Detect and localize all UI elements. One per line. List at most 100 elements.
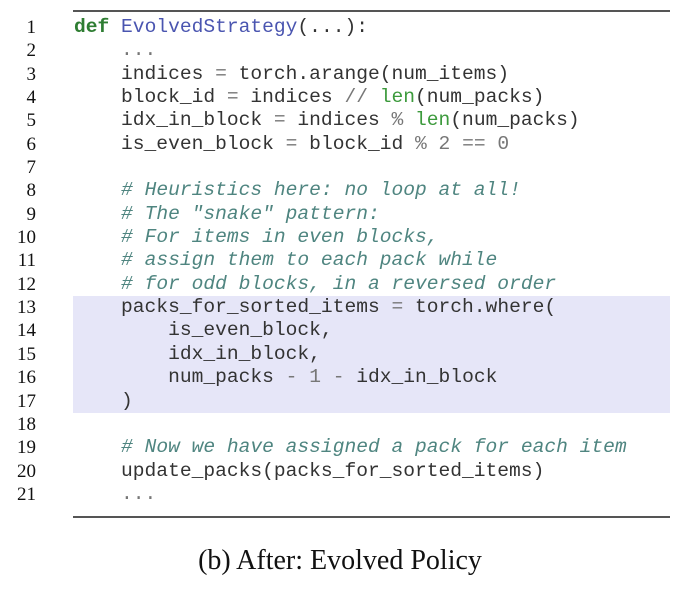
code-text: def EvolvedStrategy(...): <box>74 16 368 39</box>
code-token: = <box>285 132 298 155</box>
code-line: 5 idx_in_block = indices % len(num_packs… <box>0 109 680 132</box>
code-token: idx_in_block, <box>74 342 321 365</box>
code-text: num_packs - 1 - idx_in_block <box>74 366 497 389</box>
line-number: 9 <box>26 203 37 225</box>
code-token <box>450 133 462 155</box>
code-token <box>321 366 333 388</box>
line-number: 1 <box>26 17 37 38</box>
top-rule <box>73 10 670 12</box>
code-token: num_packs <box>74 366 286 389</box>
code-lines: 1 def EvolvedStrategy(...):2 ...3 indices… <box>0 16 680 506</box>
code-token: # The "snake" pattern: <box>121 202 380 225</box>
code-line: 20 update_packs(packs_for_sorted_items) <box>0 460 680 483</box>
code-text: # for odd blocks, in a reversed order <box>74 273 556 296</box>
line-number: 20 <box>17 460 36 482</box>
code-token: torch.arange(num_items) <box>226 62 510 85</box>
code-text: ... <box>74 39 156 62</box>
line-number: 16 <box>17 367 36 389</box>
line-number: 11 <box>17 250 36 272</box>
code-token: EvolvedStrategy <box>121 16 298 38</box>
code-token: == <box>462 132 486 155</box>
code-text: # assign them to each pack while <box>74 249 497 272</box>
line-number: 7 <box>26 157 37 179</box>
code-text: # Now we have assigned a pack for each i… <box>74 436 627 459</box>
line-number: 21 <box>17 483 36 505</box>
line-number: 15 <box>17 343 36 365</box>
code-line: 6 is_even_block = block_id % 2 == 0 <box>0 133 680 156</box>
code-token <box>74 249 121 271</box>
code-line: 9 # The "snake" pattern: <box>0 203 680 226</box>
code-text: idx_in_block, <box>74 343 321 366</box>
line-number: 6 <box>26 133 37 155</box>
code-line: 1 def EvolvedStrategy(...): <box>0 16 680 39</box>
code-text: # For items in even blocks, <box>74 226 438 249</box>
code-token: idx_in_block <box>344 366 498 389</box>
code-token: (num_packs) <box>415 86 545 109</box>
line-number: 5 <box>26 110 37 132</box>
code-token <box>74 179 121 201</box>
code-token: ) <box>74 389 133 412</box>
code-line: 2 ... <box>0 39 680 62</box>
code-token: indices <box>285 109 392 132</box>
code-token: % <box>415 132 427 155</box>
code-text: ) <box>74 390 133 413</box>
code-text: indices = torch.arange(num_items) <box>74 63 509 86</box>
code-line: 14 is_even_block, <box>0 319 680 342</box>
line-number: 8 <box>26 180 37 202</box>
code-token <box>297 366 309 388</box>
code-token: # assign them to each pack while <box>121 249 498 272</box>
code-text: ... <box>74 483 156 506</box>
code-token: ... <box>74 482 157 505</box>
code-token: packs_for_sorted_items <box>74 296 392 319</box>
line-number: 12 <box>17 273 36 295</box>
code-token <box>109 16 121 38</box>
code-line: 3 indices = torch.arange(num_items) <box>0 63 680 86</box>
code-token: = <box>226 86 239 109</box>
code-line: 15 idx_in_block, <box>0 343 680 366</box>
code-line: 10 # For items in even blocks, <box>0 226 680 249</box>
line-number: 3 <box>26 63 37 85</box>
code-token <box>486 133 498 155</box>
code-text: # The "snake" pattern: <box>74 203 380 226</box>
code-line: 7 <box>0 156 680 179</box>
code-line: 17 ) <box>0 390 680 413</box>
code-token: is_even_block, <box>74 319 333 342</box>
line-number: 18 <box>17 413 36 435</box>
line-number: 4 <box>26 87 37 109</box>
code-line: 21 ... <box>0 483 680 506</box>
line-number: 10 <box>17 227 36 249</box>
code-token <box>74 226 121 248</box>
code-line: 12 # for odd blocks, in a reversed order <box>0 273 680 296</box>
code-token: % <box>391 109 404 132</box>
code-text: update_packs(packs_for_sorted_items) <box>74 460 544 483</box>
code-token: indices <box>238 86 345 109</box>
code-token: idx_in_block <box>74 109 274 132</box>
code-token: = <box>391 296 404 319</box>
code-token: # for odd blocks, in a reversed order <box>121 272 557 295</box>
code-text: packs_for_sorted_items = torch.where( <box>74 296 556 319</box>
code-token: # Heuristics here: no loop at all! <box>121 179 521 202</box>
code-token <box>74 273 121 295</box>
code-line: 13 packs_for_sorted_items = torch.where( <box>0 296 680 319</box>
code-token: # Now we have assigned a pack for each i… <box>121 436 627 459</box>
code-text: # Heuristics here: no loop at all! <box>74 179 521 202</box>
code-line: 16 num_packs - 1 - idx_in_block <box>0 366 680 389</box>
code-token <box>427 133 439 155</box>
code-line: 4 block_id = indices // len(num_packs) <box>0 86 680 109</box>
code-text: is_even_block = block_id % 2 == 0 <box>74 133 509 156</box>
line-number: 17 <box>17 390 36 412</box>
code-token: len <box>415 109 451 132</box>
code-token: - <box>285 366 298 389</box>
code-token: (...): <box>297 16 368 38</box>
bottom-rule <box>73 516 670 518</box>
figure-caption: (b) After: Evolved Policy <box>198 545 482 576</box>
code-line: 11 # assign them to each pack while <box>0 249 680 272</box>
code-token <box>74 436 121 458</box>
code-token: def <box>74 16 110 38</box>
code-token: 1 <box>309 366 321 389</box>
code-text: block_id = indices // len(num_packs) <box>74 86 544 109</box>
code-token: 0 <box>497 132 510 155</box>
code-token: (num_packs) <box>450 109 580 132</box>
code-token: - <box>332 366 345 389</box>
highlighted-block <box>73 296 670 413</box>
